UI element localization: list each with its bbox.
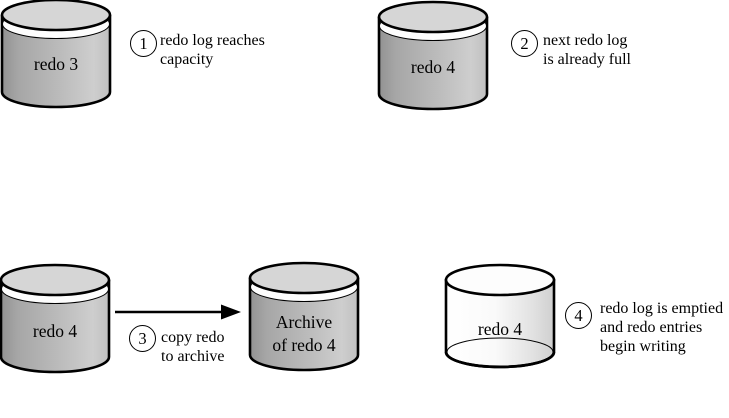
step-4-text: redo log is emptied and redo entries beg… <box>600 299 723 356</box>
step-3-line-1: copy redo <box>161 329 225 346</box>
cylinder-label-line-1: Archive <box>275 312 333 332</box>
database-cylinder-icon <box>0 263 111 374</box>
step-3-number: 3 <box>138 328 147 348</box>
step-4-line-3: begin writing <box>600 338 686 355</box>
step-3-line-2: to archive <box>161 348 225 365</box>
empty-database-cylinder-icon <box>444 263 556 369</box>
step-4-line-2: and redo entries <box>600 319 703 336</box>
step-4-line-1: redo log is emptied <box>600 300 724 317</box>
step-1-line-1: redo log reaches <box>160 32 265 49</box>
step-1-text: redo log reaches capacity <box>160 31 265 69</box>
cylinder-label: redo 4 <box>477 319 523 339</box>
arrow-right-icon <box>115 304 241 320</box>
step-1-line-2: capacity <box>160 51 214 68</box>
cylinder-redo4-full: redo 4 <box>377 0 489 113</box>
step-2-badge: 2 <box>511 30 538 57</box>
cylinder-redo3: redo 3 <box>0 0 112 111</box>
step-2-number: 2 <box>520 33 529 53</box>
cylinder-redo4-to-copy: redo 4 <box>0 262 111 376</box>
step-4-number: 4 <box>574 305 583 325</box>
cylinder-label-line-2: of redo 4 <box>272 335 336 355</box>
cylinder-redo4-empty: redo 4 <box>444 262 556 370</box>
step-2-text: next redo log is already full <box>543 31 631 69</box>
cylinder-label: redo 4 <box>410 57 456 77</box>
step-3-badge: 3 <box>129 325 156 352</box>
step-2-line-2: is already full <box>543 51 631 68</box>
step-4-badge: 4 <box>565 302 592 329</box>
database-cylinder-icon <box>248 261 360 372</box>
database-cylinder-icon <box>377 0 489 111</box>
step-1-badge: 1 <box>130 30 157 57</box>
step-1-number: 1 <box>139 33 148 53</box>
cylinder-label: redo 4 <box>32 321 78 341</box>
step-2-line-1: next redo log <box>543 32 628 49</box>
step-3-text: copy redo to archive <box>161 328 225 366</box>
cylinder-archive-of-redo4: Archive of redo 4 <box>248 260 360 374</box>
database-cylinder-icon <box>0 0 112 109</box>
cylinder-label: redo 3 <box>33 54 79 74</box>
